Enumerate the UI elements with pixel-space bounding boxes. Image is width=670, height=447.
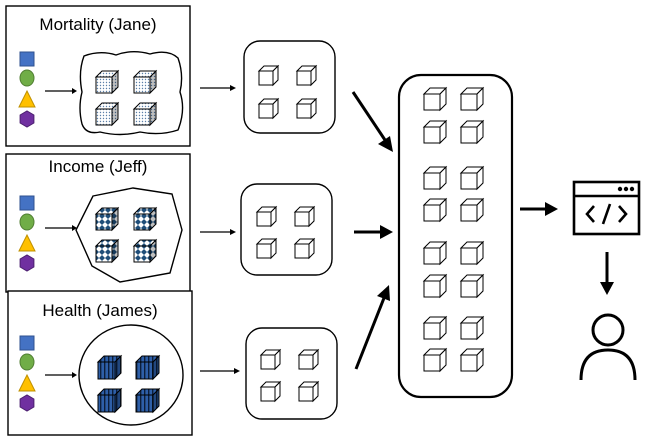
combined-data-store xyxy=(397,73,514,399)
cube-icon xyxy=(257,97,280,120)
cube-icon xyxy=(134,354,161,381)
cube-icon xyxy=(459,86,485,112)
arrow-head xyxy=(72,372,77,378)
processed-cubes xyxy=(259,348,320,403)
shape-legend xyxy=(18,195,36,272)
square-icon xyxy=(19,51,35,67)
code-window-icon xyxy=(572,180,641,236)
cube-icon xyxy=(459,119,485,145)
processed-box xyxy=(243,40,336,134)
cube-icon xyxy=(422,240,448,266)
triangle-icon xyxy=(18,373,36,392)
panel-mortality: Mortality (Jane) xyxy=(5,5,191,147)
cube-icon xyxy=(459,165,485,191)
arrows-to-processed xyxy=(200,85,240,374)
cube-icon xyxy=(134,387,161,414)
cube-icon xyxy=(422,197,448,223)
panel-health: Health (James) xyxy=(7,290,193,436)
processed-cubes xyxy=(257,64,318,120)
hexagon-icon xyxy=(19,110,35,128)
cube-icon xyxy=(94,69,120,95)
square-icon xyxy=(19,335,35,351)
processed-cubes xyxy=(255,205,316,260)
panel-title: Health (James) xyxy=(42,301,157,320)
cube-icon xyxy=(422,86,448,112)
cube-icon xyxy=(293,237,316,260)
cube-icon xyxy=(259,380,282,403)
cube-icon xyxy=(297,348,320,371)
square-icon xyxy=(19,195,35,211)
cube-icon xyxy=(297,380,320,403)
panel-income: Income (Jeff) xyxy=(5,153,191,293)
cube-icon xyxy=(132,69,158,95)
data-container-circle xyxy=(78,324,184,426)
source-cubes xyxy=(94,206,158,264)
cube-icon xyxy=(255,237,278,260)
combined-cubes xyxy=(422,86,485,373)
cube-icon xyxy=(459,347,485,373)
hexagon-icon xyxy=(19,254,35,272)
cube-icon xyxy=(422,119,448,145)
hexagon-icon xyxy=(19,394,35,412)
cube-icon xyxy=(459,315,485,341)
arrow-to-code xyxy=(520,202,558,216)
cube-icon xyxy=(96,354,123,381)
cube-icon xyxy=(132,101,158,127)
cube-icon xyxy=(459,197,485,223)
triangle-icon xyxy=(18,89,36,108)
processed-box xyxy=(245,327,338,420)
cube-icon xyxy=(293,205,316,228)
cube-icon xyxy=(295,97,318,120)
arrows-to-combined xyxy=(351,91,393,370)
cube-icon xyxy=(96,387,123,414)
cube-icon xyxy=(459,273,485,299)
cube-icon xyxy=(422,347,448,373)
cube-icon xyxy=(255,205,278,228)
cube-icon xyxy=(132,238,158,264)
shape-legend xyxy=(18,51,36,128)
cube-icon xyxy=(94,101,120,127)
cube-icon xyxy=(422,315,448,341)
processed-box xyxy=(240,183,333,276)
source-cubes xyxy=(94,69,158,127)
arrow-head xyxy=(72,88,77,94)
cube-icon xyxy=(94,206,120,232)
cube-icon xyxy=(422,165,448,191)
shape-legend xyxy=(18,335,36,412)
circle-icon xyxy=(19,353,35,371)
cube-icon xyxy=(94,238,120,264)
data-container-blob xyxy=(79,51,184,136)
triangle-icon xyxy=(18,233,36,252)
cube-icon xyxy=(257,64,280,87)
cube-icon xyxy=(295,64,318,87)
user-icon xyxy=(579,313,637,381)
circle-icon xyxy=(19,213,35,231)
cube-icon xyxy=(259,348,282,371)
source-cubes xyxy=(96,354,161,414)
arrow-head xyxy=(72,225,77,231)
panel-title: Mortality (Jane) xyxy=(39,15,156,34)
circle-icon xyxy=(19,69,35,87)
cube-icon xyxy=(459,240,485,266)
panel-title: Income (Jeff) xyxy=(49,157,148,176)
cube-icon xyxy=(132,206,158,232)
cube-icon xyxy=(422,273,448,299)
arrow-to-user xyxy=(600,252,614,295)
